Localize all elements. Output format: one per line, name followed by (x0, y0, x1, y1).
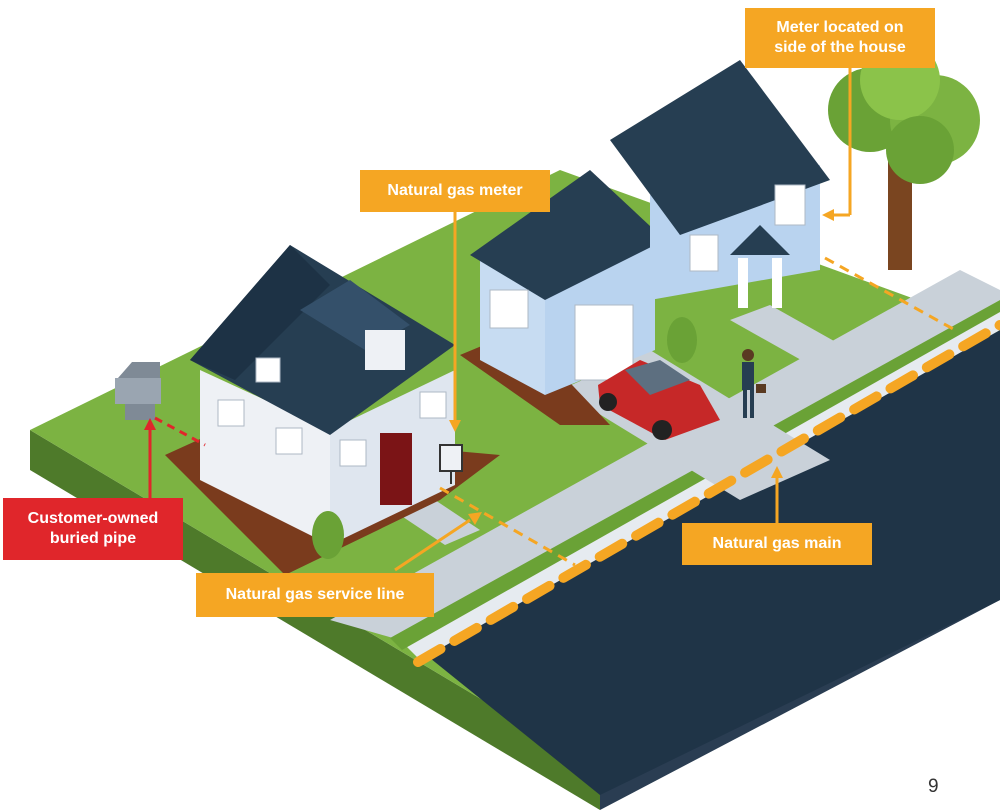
leader-customer-pipe (144, 418, 156, 498)
callout-gas-main-label: Natural gas main (712, 535, 842, 552)
person (742, 349, 766, 418)
customer-pipe-line (154, 416, 206, 447)
callout-customer-pipe: Customer-owned buried pipe (3, 498, 183, 560)
page-number: 9 (928, 776, 939, 797)
blue-house (470, 60, 830, 395)
callout-customer-pipe-line2: buried pipe (49, 530, 137, 547)
car (598, 360, 720, 440)
callout-service-line: Natural gas service line (196, 573, 434, 617)
callout-meter-side: Meter located on side of the house (745, 8, 935, 68)
callout-service-line-label: Natural gas service line (225, 586, 405, 603)
leader-gas-meter (449, 212, 461, 432)
gas-meter (439, 444, 463, 484)
leader-meter-side (822, 68, 852, 221)
service-line-white-house (439, 486, 576, 567)
sidewalk (330, 270, 1000, 640)
gas-main-line (413, 320, 1000, 667)
road-curb (400, 310, 1000, 660)
callout-customer-pipe-line1: Customer-owned (27, 510, 159, 527)
grass-strip (390, 300, 1000, 650)
leader-gas-main (771, 466, 783, 525)
grill (115, 362, 161, 420)
callout-gas-meter: Natural gas meter (360, 170, 550, 212)
callout-meter-side-line2: side of the house (774, 39, 906, 56)
callout-meter-side-line1: Meter located on (776, 19, 904, 36)
callout-gas-meter-label: Natural gas meter (387, 182, 523, 199)
callout-gas-main: Natural gas main (682, 523, 872, 565)
white-house (190, 245, 455, 545)
service-line-blue-house (824, 256, 956, 332)
walkway-blue-house (730, 305, 850, 365)
shrub (667, 317, 697, 363)
leader-service-line (394, 512, 482, 572)
shrub (312, 511, 344, 559)
